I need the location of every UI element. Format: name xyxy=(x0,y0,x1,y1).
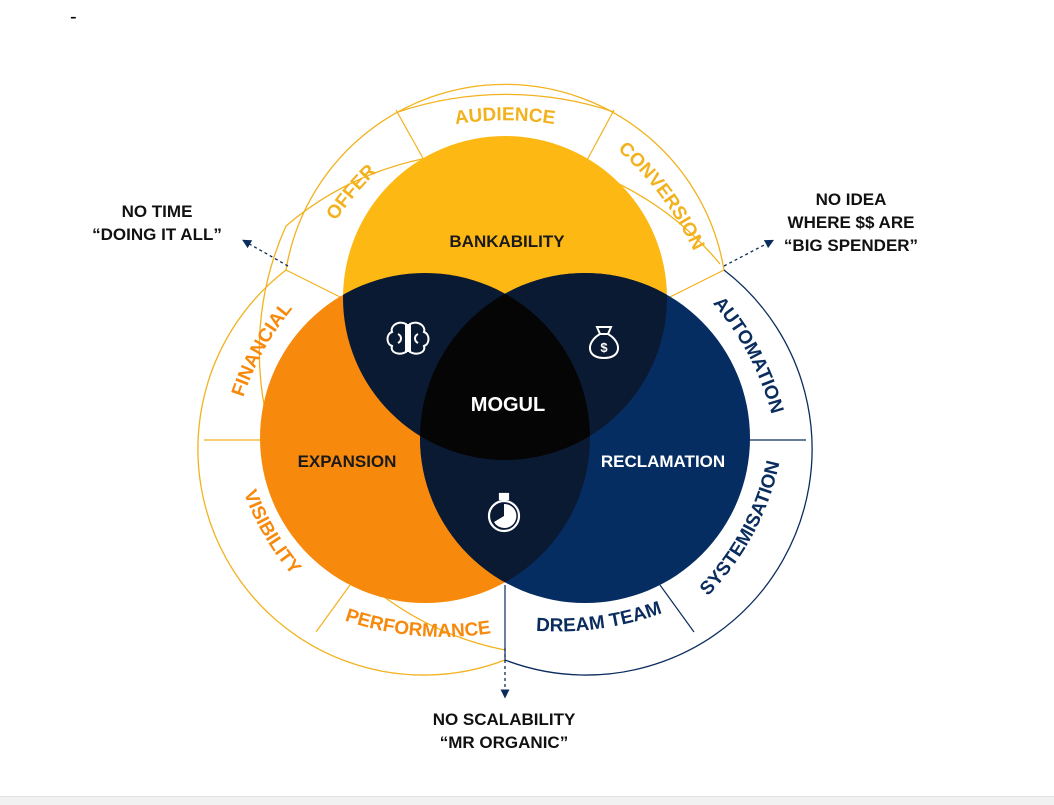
bottom-strip xyxy=(0,796,1054,805)
label-bankability: BANKABILITY xyxy=(449,232,565,251)
arrow-right xyxy=(723,239,775,267)
svg-text:$: $ xyxy=(600,340,608,355)
note-left-line1: NO TIME xyxy=(122,202,193,221)
note-bottom: NO SCALABILITY “MR ORGANIC” xyxy=(433,710,576,752)
arrow-left xyxy=(242,239,289,267)
money-bag-icon: $ xyxy=(589,326,619,360)
note-left-line2: “DOING IT ALL” xyxy=(92,225,222,244)
note-bottom-line1: NO SCALABILITY xyxy=(433,710,576,729)
note-right-line1: NO IDEA xyxy=(816,190,887,209)
ring-label-dream-team: DREAM TEAM xyxy=(536,598,665,637)
note-bottom-line2: “MR ORGANIC” xyxy=(440,733,568,752)
center-mogul-area xyxy=(420,273,590,460)
ring-label-audience: AUDIENCE xyxy=(453,104,556,129)
stopwatch-icon xyxy=(487,492,521,533)
note-left: NO TIME “DOING IT ALL” xyxy=(92,202,222,244)
label-mogul: MOGUL xyxy=(471,394,545,416)
label-reclamation: RECLAMATION xyxy=(601,452,725,471)
ring-label-performance: PERFORMANCE xyxy=(343,605,492,642)
top-dash-mark: - xyxy=(70,6,77,28)
label-expansion: EXPANSION xyxy=(298,452,397,471)
brain-icon xyxy=(386,321,430,355)
note-right-line2: WHERE $$ ARE xyxy=(788,213,915,232)
note-right: NO IDEA WHERE $$ ARE “BIG SPENDER” xyxy=(784,190,918,255)
ring-dividers xyxy=(285,109,725,660)
note-right-line3: “BIG SPENDER” xyxy=(784,236,918,255)
